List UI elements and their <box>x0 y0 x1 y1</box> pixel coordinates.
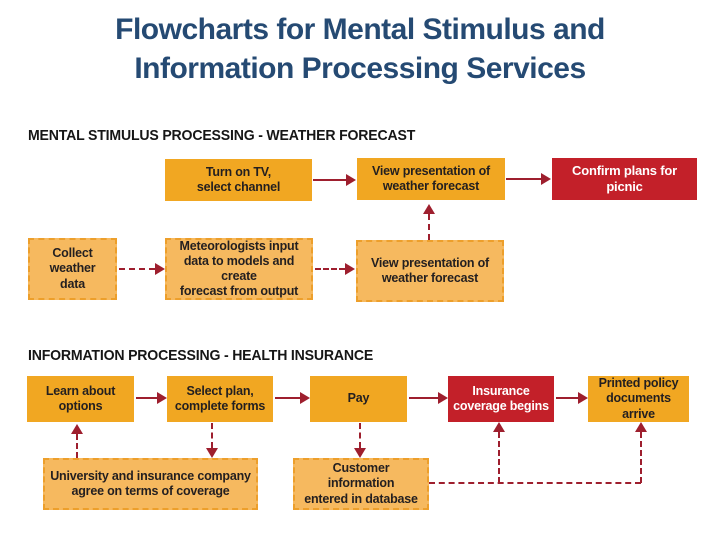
slide-title-line1: Flowcharts for Mental Stimulus and <box>115 13 605 46</box>
arrow-pay-to-insurance <box>409 391 448 404</box>
arrow-university-to-learn <box>70 424 83 458</box>
node-learn-about: Learn about options <box>27 376 134 422</box>
arrow-viewpresentation-to-confirm <box>506 172 551 185</box>
node-select-plan: Select plan, complete forms <box>167 376 273 422</box>
node-view-presentation-top: View presentation of weather forecast <box>357 158 505 200</box>
arrow-select-to-university <box>205 423 218 458</box>
arrow-meteorologists-to-viewbottom <box>315 262 355 275</box>
slide-title-line2: Information Processing Services <box>134 52 586 85</box>
node-printed-policy: Printed policy documents arrive <box>588 376 689 422</box>
node-turn-on-tv: Turn on TV, select channel <box>165 159 312 201</box>
node-university-agree: University and insurance company agree o… <box>43 458 258 510</box>
node-view-presentation-bottom: View presentation of weather forecast <box>356 240 504 302</box>
arrow-customer-to-printed <box>634 422 647 483</box>
slide-title: Flowcharts for Mental Stimulus and Infor… <box>0 10 720 88</box>
arrow-customer-to-insurance <box>492 422 505 483</box>
arrow-learn-to-select <box>136 391 167 404</box>
node-insurance-begins: Insurance coverage begins <box>448 376 554 422</box>
node-collect-weather: Collect weather data <box>28 238 117 300</box>
node-meteorologists: Meteorologists input data to models and … <box>165 238 313 300</box>
connector-customer-horizontal <box>429 482 641 484</box>
arrow-pay-to-customer <box>353 423 366 458</box>
section1-header: MENTAL STIMULUS PROCESSING - WEATHER FOR… <box>28 127 416 144</box>
section2-header: INFORMATION PROCESSING - HEALTH INSURANC… <box>28 347 374 364</box>
arrow-insurance-to-printed <box>556 391 588 404</box>
node-confirm-plans: Confirm plans for picnic <box>552 158 697 200</box>
arrow-turnontv-to-viewpresentation <box>313 173 356 186</box>
arrow-viewbottom-to-viewtop <box>422 204 435 240</box>
node-pay: Pay <box>310 376 407 422</box>
arrow-select-to-pay <box>275 391 310 404</box>
node-customer-info: Customer information entered in database <box>293 458 429 510</box>
arrow-collect-to-meteorologists <box>119 262 165 275</box>
